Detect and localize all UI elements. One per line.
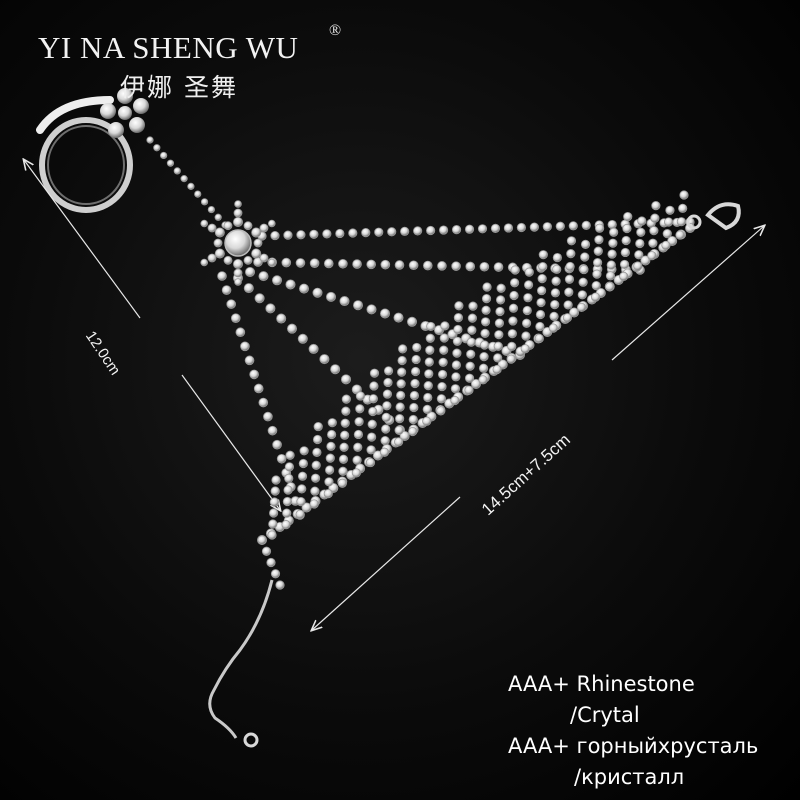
caption-line-1: AAA+ Rhinestone bbox=[508, 672, 695, 696]
caption-line-4: /кристалл bbox=[574, 765, 685, 789]
lobster-clasp bbox=[686, 202, 741, 231]
brand-name-chinese: 伊娜 圣舞 bbox=[120, 73, 238, 102]
rhinestone-chains bbox=[146, 136, 696, 590]
dimension-arrow-chain-lower bbox=[181, 374, 280, 510]
rhinestone-fringe bbox=[267, 190, 689, 540]
ring-flower bbox=[100, 88, 149, 138]
dimension-arrow-bracelet-upper bbox=[611, 226, 764, 361]
brand-name: YI NA SHENG WU bbox=[38, 30, 299, 65]
registered-mark: ® bbox=[329, 22, 342, 39]
caption-line-2: /Crytal bbox=[570, 703, 640, 727]
ring bbox=[36, 96, 133, 213]
caption-line-3: AAA+ горныйхрусталь bbox=[508, 734, 759, 758]
end-drop bbox=[243, 732, 259, 748]
star-flower bbox=[200, 200, 276, 286]
dimension-arrow-chain-upper bbox=[24, 160, 141, 319]
dimension-arrow-bracelet-lower bbox=[312, 496, 461, 630]
extension-chain bbox=[208, 579, 274, 739]
